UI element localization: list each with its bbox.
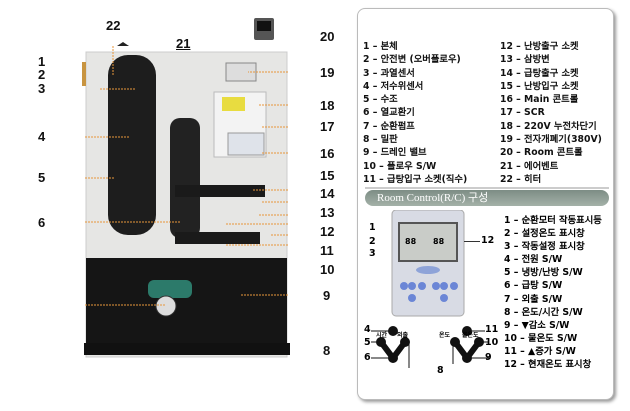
part-item: 16 – Main 콘트롤 <box>500 94 579 106</box>
label-8: 8 <box>323 343 331 358</box>
button-diagram <box>371 326 489 368</box>
part-item: 20 – Room 콘트롤 <box>500 147 583 159</box>
label-1: 1 <box>38 54 46 69</box>
part-item: 6 – 열교환기 <box>363 107 415 119</box>
rc-item: 4 – 전원 S/W <box>504 254 563 266</box>
label-5: 5 <box>38 170 46 185</box>
rc-item: 6 – 급탕 S/W <box>504 280 563 292</box>
rc-item: 8 – 온도/시간 S/W <box>504 306 583 318</box>
part-item: 17 – SCR <box>500 107 545 119</box>
label-out: 외출 <box>397 332 409 339</box>
part-item: 3 – 과열센서 <box>363 67 415 79</box>
part-item: 15 – 난방입구 소켓 <box>500 80 579 92</box>
rc-callout-11: 11 <box>485 324 499 335</box>
lcd-set-temp: 88 <box>405 237 417 246</box>
part-item: 13 – 삼방변 <box>500 54 550 66</box>
part-item: 7 – 순환펌프 <box>363 120 415 132</box>
rc-callout-8: 8 <box>437 365 444 376</box>
rc-item: 11 – ▲증가 S/W <box>504 345 576 357</box>
rc-callout-10: 10 <box>485 337 499 348</box>
rc-callout-5: 5 <box>364 337 371 348</box>
rc-item: 7 – 외출 S/W <box>504 293 563 305</box>
label-17: 17 <box>320 119 335 134</box>
part-item: 14 – 급탕출구 소켓 <box>500 67 579 79</box>
rc-item: 2 – 설정온도 표시창 <box>504 228 585 240</box>
rc-item: 5 – 냉방/난방 S/W <box>504 267 583 279</box>
label-water-temp: 물온도 <box>462 332 479 339</box>
lcd-current-temp: 88 <box>433 237 445 246</box>
part-item: 1 – 본체 <box>363 41 398 52</box>
label-21: 21 <box>176 36 191 51</box>
room-control-header: Room Control(R/C) 구성 <box>365 190 609 206</box>
rc-item: 3 – 작동설정 표시창 <box>504 241 585 253</box>
label-15: 15 <box>320 168 335 183</box>
rc-item: 10 – 물온도 S/W <box>504 332 578 344</box>
label-20: 20 <box>320 29 335 44</box>
label-19: 19 <box>320 65 335 80</box>
rc-item: 9 – ▼감소 S/W <box>504 319 570 331</box>
rc-item: 12 – 현재온도 표시창 <box>504 359 592 371</box>
label-22: 22 <box>106 18 121 33</box>
rc-callout-3: 3 <box>369 248 376 259</box>
label-13: 13 <box>320 205 335 220</box>
part-item: 4 – 저수위센서 <box>363 80 424 92</box>
part-item: 22 – 히터 <box>500 173 542 185</box>
rc-callout-line <box>464 241 480 242</box>
rc-callout-2: 2 <box>369 236 376 247</box>
label-temp: 온도 <box>439 332 451 339</box>
part-item: 9 – 드레인 밸브 <box>363 147 427 159</box>
label-3: 3 <box>38 81 46 96</box>
label-12: 12 <box>320 224 335 239</box>
part-item: 11 – 급탕입구 소켓(직수) <box>363 173 468 185</box>
part-item: 2 – 안전변 (오버플로우) <box>363 54 461 66</box>
label-6: 6 <box>38 215 46 230</box>
label-18: 18 <box>320 98 335 113</box>
rc-callout-1: 1 <box>369 222 376 233</box>
label-11: 11 <box>320 243 334 258</box>
label-2: 2 <box>38 67 46 82</box>
part-item: 18 – 220V 누전차단기 <box>500 120 597 132</box>
rc-callout-9: 9 <box>485 352 492 363</box>
part-item: 21 – 에어벤트 <box>500 160 559 172</box>
label-10: 10 <box>320 262 335 277</box>
part-item: 19 – 전자개폐기(380V) <box>500 134 602 146</box>
part-item: 12 – 난방출구 소켓 <box>500 41 579 52</box>
remote-control-image <box>391 210 465 317</box>
label-4: 4 <box>38 129 46 144</box>
label-14: 14 <box>320 186 335 201</box>
rc-item: 1 – 순환모터 작동표시등 <box>504 215 602 226</box>
part-item: 5 – 수조 <box>363 94 398 106</box>
rc-callout-6: 6 <box>364 352 371 363</box>
rc-callout-4: 4 <box>364 324 371 335</box>
boiler-photo <box>82 18 290 358</box>
label-9: 9 <box>323 288 331 303</box>
label-time: 시간 <box>376 332 388 339</box>
rc-callout-12: 12 <box>481 235 495 246</box>
label-16: 16 <box>320 146 335 161</box>
divider <box>365 187 609 189</box>
part-item: 10 – 플로우 S/W <box>363 160 437 172</box>
part-item: 8 – 밀판 <box>363 134 398 146</box>
